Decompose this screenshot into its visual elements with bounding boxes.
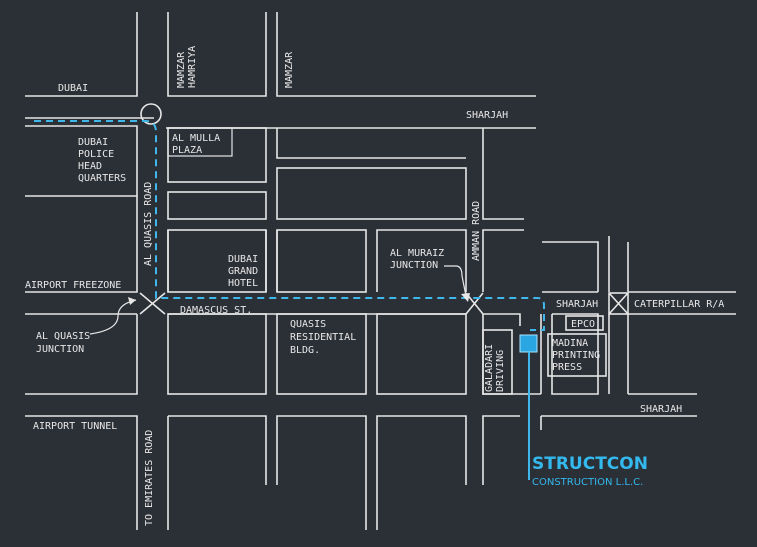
road-label-mamzar-hamriya-1: MAMZAR xyxy=(176,51,187,88)
police-label-3: HEAD xyxy=(78,161,102,172)
road-label-sharjah-bottom: SHARJAH xyxy=(640,404,682,415)
road-lines xyxy=(25,12,736,530)
madina-label-1: MADINA xyxy=(552,338,588,349)
al-mulla-label-2: PLAZA xyxy=(172,145,202,156)
company-location-marker xyxy=(519,334,538,353)
epco-label: EPCO xyxy=(571,319,595,330)
road-label-amman-road: AMMAN ROAD xyxy=(471,201,482,261)
quasis-residential-label-2: RESIDENTIAL xyxy=(290,332,356,343)
grand-hotel-label-1: DUBAI xyxy=(228,254,258,265)
madina-label-3: PRESS xyxy=(552,362,582,373)
quasis-residential-label-1: QUASIS xyxy=(290,319,326,330)
al-mulla-label-1: AL MULLA xyxy=(172,133,220,144)
quasis-residential-label-3: BLDG. xyxy=(290,345,320,356)
grand-hotel-label-2: GRAND xyxy=(228,266,258,277)
road-label-al-quasis-road: AL QUASIS ROAD xyxy=(143,182,154,266)
road-label-dubai: DUBAI xyxy=(58,83,88,94)
road-label-mamzar-hamriya-2: HAMRIYA xyxy=(187,46,198,88)
al-muraiz-junction-label-2: JUNCTION xyxy=(390,260,438,271)
al-muraiz-junction-label-1: AL MURAIZ xyxy=(390,248,444,259)
police-label-1: DUBAI xyxy=(78,137,108,148)
company-name: STRUCTCON xyxy=(532,454,648,474)
grand-hotel-label-3: HOTEL xyxy=(228,278,258,289)
junction-labels: AL QUASIS JUNCTION AL MURAIZ JUNCTION xyxy=(36,248,444,355)
road-label-airport-freezone: AIRPORT FREEZONE xyxy=(25,280,121,291)
road-label-mamzar: MAMZAR xyxy=(284,51,295,88)
galadari-label-1: GALADARI xyxy=(484,344,495,392)
road-label-caterpillar: CATERPILLAR R/A xyxy=(634,299,724,310)
company-subtitle: CONSTRUCTION L.L.C. xyxy=(532,477,643,488)
police-label-2: POLICE xyxy=(78,149,114,160)
al-quasis-junction-label-2: JUNCTION xyxy=(36,344,84,355)
roundabout-icon xyxy=(140,103,162,125)
road-label-sharjah-top: SHARJAH xyxy=(466,110,508,121)
road-labels: DUBAI SHARJAH SHARJAH SHARJAH MAMZAR HAM… xyxy=(25,46,724,526)
madina-label-2: PRINTING xyxy=(552,350,600,361)
police-label-4: QUARTERS xyxy=(78,173,126,184)
road-label-airport-tunnel: AIRPORT TUNNEL xyxy=(33,421,117,432)
road-label-sharjah-mid: SHARJAH xyxy=(556,299,598,310)
junction-markers xyxy=(139,103,629,315)
al-quasis-junction-label-1: AL QUASIS xyxy=(36,331,90,342)
company-branding: STRUCTCON CONSTRUCTION L.L.C. xyxy=(532,454,648,488)
callout-arrows xyxy=(89,265,470,335)
building-labels: DUBAI POLICE HEAD QUARTERS AL MULLA PLAZ… xyxy=(78,127,600,392)
route-path xyxy=(34,120,545,480)
road-label-to-emirates-road: TO EMIRATES ROAD xyxy=(144,430,155,526)
road-label-damascus-st: DAMASCUS ST. xyxy=(180,305,252,316)
galadari-label-2: DRIVING xyxy=(495,350,506,392)
